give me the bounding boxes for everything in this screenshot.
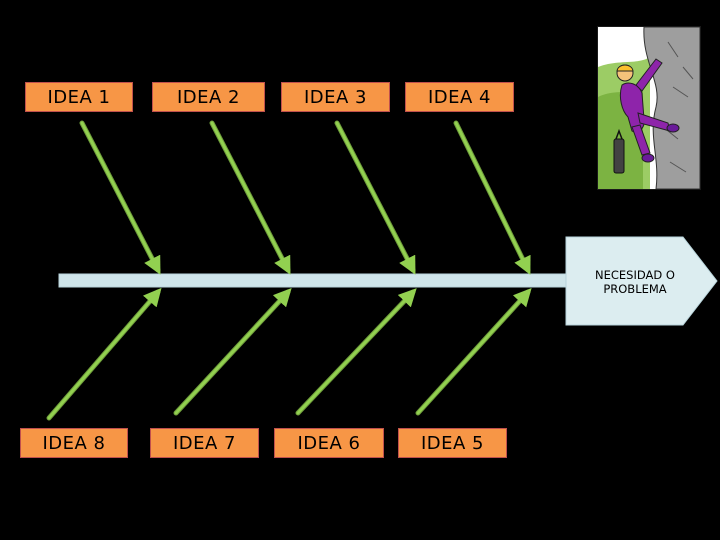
spine xyxy=(59,274,569,287)
idea-box-6: IDEA 6 xyxy=(274,428,384,458)
idea-box-4: IDEA 4 xyxy=(405,82,514,112)
bone-arrow-4 xyxy=(456,123,528,270)
bone-arrow-7 xyxy=(176,292,288,413)
idea-box-1: IDEA 1 xyxy=(25,82,133,112)
problem-label-line-1: NECESIDAD O xyxy=(576,268,694,282)
bone-arrow-8 xyxy=(49,292,158,418)
idea-box-8: IDEA 8 xyxy=(20,428,128,458)
bone-arrow-5 xyxy=(418,292,528,413)
idea-box-7: IDEA 7 xyxy=(150,428,259,458)
bone-arrow-1 xyxy=(82,123,158,270)
bone-arrow-2 xyxy=(212,123,288,270)
bone-arrow-3 xyxy=(337,123,413,270)
problem-label-line-2: PROBLEMA xyxy=(576,282,694,296)
idea-box-5: IDEA 5 xyxy=(398,428,507,458)
idea-box-2: IDEA 2 xyxy=(152,82,265,112)
bone-arrow-6 xyxy=(298,292,413,413)
problem-label: NECESIDAD O PROBLEMA xyxy=(576,268,694,296)
mountain-climber-icon xyxy=(597,26,701,190)
idea-box-3: IDEA 3 xyxy=(281,82,390,112)
